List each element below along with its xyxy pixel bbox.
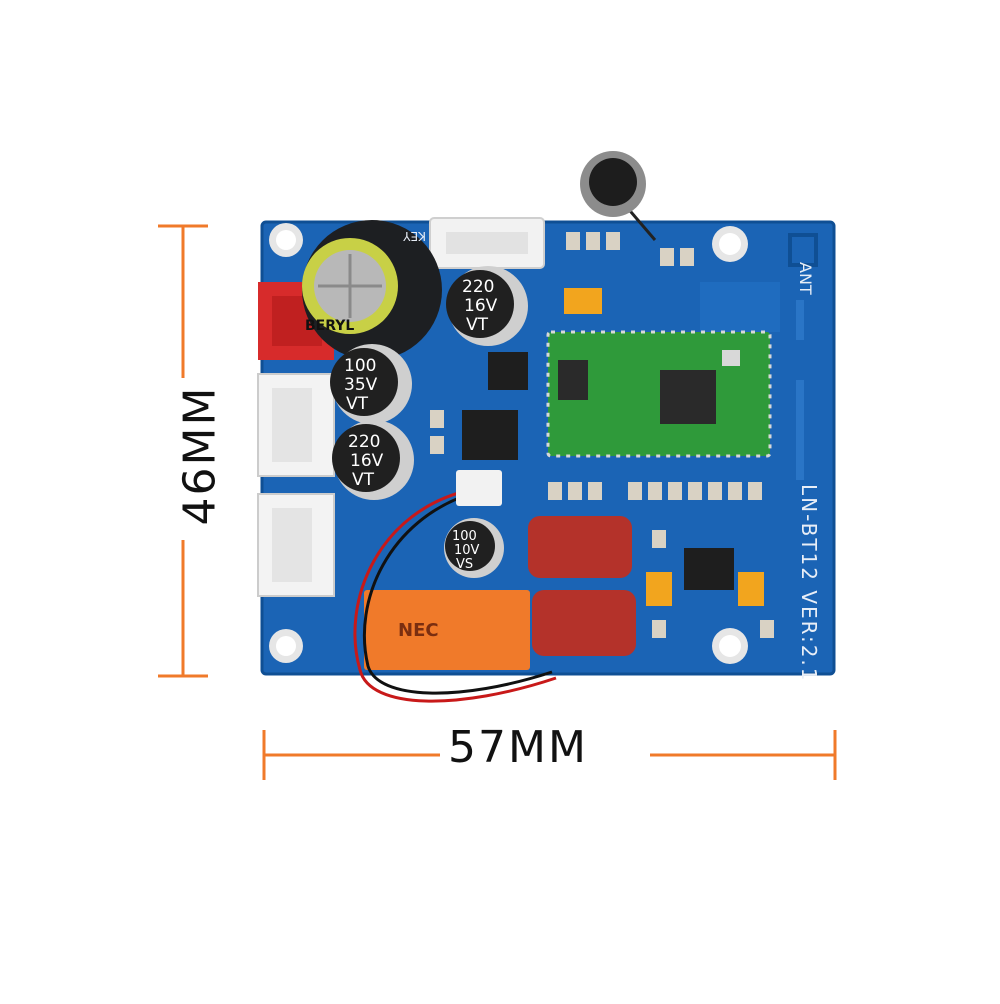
svg-text:220: 220 xyxy=(462,277,494,297)
svg-text:VT: VT xyxy=(466,315,489,335)
large-capacitor-label: BERYL xyxy=(305,318,354,334)
height-dimension xyxy=(158,224,208,678)
relay-brand: NEC xyxy=(398,620,439,641)
capacitor-220-16v-bottom: 220 16V VT xyxy=(332,420,414,500)
antenna-label: ANT xyxy=(796,262,815,295)
bluetooth-module xyxy=(546,330,772,458)
capacitor-220-16v-top: 220 16V VT xyxy=(446,266,528,346)
film-capacitor-bottom xyxy=(532,590,636,656)
large-capacitor: BERYL xyxy=(302,220,442,360)
height-dimension-label: 46MM xyxy=(174,385,226,526)
tantalum-cap-left xyxy=(646,572,672,606)
tantalum-cap-right xyxy=(738,572,764,606)
svg-text:100: 100 xyxy=(452,529,477,544)
capacitor-100-10v: 100 10V VS xyxy=(444,518,504,578)
board-model-text: LN-BT12 VER:2.1 xyxy=(797,484,821,683)
svg-text:35V: 35V xyxy=(344,375,378,395)
op-amp-chip xyxy=(684,548,734,590)
capacitor-100-35v: 100 35V VT xyxy=(330,344,412,424)
smd-components xyxy=(430,232,774,638)
svg-text:16V: 16V xyxy=(464,296,498,316)
width-dimension xyxy=(262,730,837,780)
svg-text:220: 220 xyxy=(348,432,380,452)
film-capacitor-top xyxy=(528,516,632,578)
svg-text:16V: 16V xyxy=(350,451,384,471)
width-dimension-label: 57MM xyxy=(448,722,588,773)
microphone xyxy=(580,151,657,241)
amplifier-chip xyxy=(462,410,518,460)
tantalum-cap-top xyxy=(564,288,602,314)
svg-text:10V: 10V xyxy=(454,543,480,558)
regulator-chip xyxy=(488,352,528,390)
relay: NEC xyxy=(364,590,530,670)
svg-text:100: 100 xyxy=(344,356,376,376)
antenna-trace xyxy=(700,233,818,480)
speaker-wire xyxy=(353,470,557,703)
svg-text:VT: VT xyxy=(352,470,375,490)
key-label: KEY xyxy=(403,229,426,243)
svg-text:VT: VT xyxy=(346,394,369,414)
svg-text:VS: VS xyxy=(456,557,473,572)
mounting-holes xyxy=(269,223,748,664)
